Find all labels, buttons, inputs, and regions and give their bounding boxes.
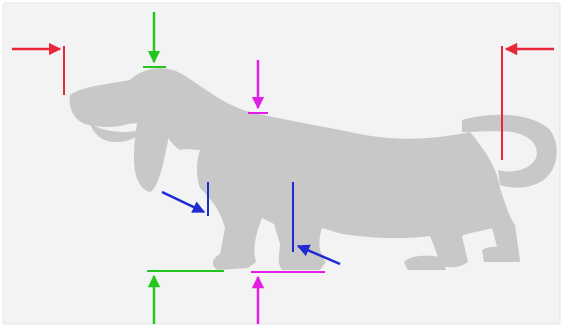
magenta-marker-pair (248, 60, 325, 324)
dog-silhouette (69, 68, 557, 270)
blue-marker-pair (161, 182, 341, 266)
green-marker-pair (143, 12, 224, 324)
red-marker-pair (12, 42, 554, 160)
blue-right-arrow (296, 244, 341, 266)
blue-left-arrow (161, 190, 206, 214)
